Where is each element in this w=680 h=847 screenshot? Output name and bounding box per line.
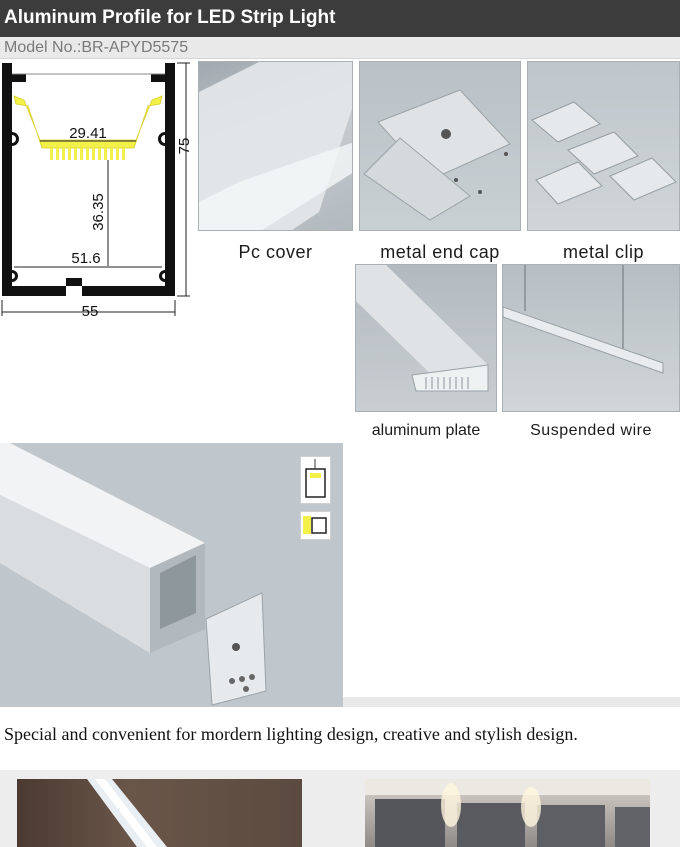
dim-inner-width: 51.6 xyxy=(71,250,100,267)
profile-lip-right xyxy=(151,74,165,82)
model-bar: Model No.:BR-APYD5575 xyxy=(0,37,680,59)
application-photo-wood xyxy=(17,779,302,847)
clip-illustration xyxy=(531,101,677,205)
photo-metal-clip xyxy=(527,61,680,231)
heatsink-fins xyxy=(50,148,125,160)
profile-cross-section-diagram: 29.41 36.35 51.6 75 55 xyxy=(1,62,193,320)
aluminum-plate-illustration xyxy=(356,265,489,392)
caption-pc-cover: Pc cover xyxy=(238,242,313,262)
page-title: Aluminum Profile for LED Strip Light xyxy=(4,7,336,28)
thumbnail-cross-section[interactable] xyxy=(300,456,331,504)
thumbnail-side-view-icon xyxy=(303,516,327,534)
bottom-hook-left xyxy=(12,270,18,282)
thumbnail-cross-section-icon xyxy=(305,459,326,498)
photo-metal-end-cap xyxy=(359,61,521,231)
caption-aluminum-plate: aluminum plate xyxy=(371,422,481,439)
main-product-photo xyxy=(0,443,343,707)
profile-product-illustration xyxy=(0,443,343,707)
end-cap-illustration xyxy=(363,89,511,221)
product-description: Special and convenient for mordern light… xyxy=(4,724,578,744)
pc-cover-illustration xyxy=(199,62,352,230)
suspended-wire-illustration xyxy=(503,265,664,374)
photo-aluminum-plate xyxy=(355,264,497,412)
wood-ceiling-light-illustration xyxy=(87,779,167,847)
dim-led-width: 29.41 xyxy=(69,125,107,142)
dim-outer-height: 75 xyxy=(176,138,193,155)
caption-metal-end-cap: metal end cap xyxy=(380,242,500,262)
caption-suspended-wire: Suspended wire xyxy=(530,422,652,439)
led-reflector xyxy=(13,95,163,149)
wall-lighting-illustration xyxy=(365,779,650,847)
caption-metal-clip: metal clip xyxy=(562,242,645,262)
profile-lip-left xyxy=(12,74,26,82)
photo-suspended-wire xyxy=(502,264,680,412)
application-photo-wall xyxy=(365,779,650,847)
bottom-hook-right xyxy=(159,270,165,282)
photo-pc-cover xyxy=(198,61,353,231)
thumbnail-side-view[interactable] xyxy=(300,511,331,540)
model-number: Model No.:BR-APYD5575 xyxy=(4,39,189,56)
divider-strip xyxy=(343,697,680,707)
dim-inner-height: 36.35 xyxy=(90,193,107,231)
title-bar: Aluminum Profile for LED Strip Light xyxy=(0,0,680,37)
clip-hook-right xyxy=(158,132,165,146)
clip-hook-left xyxy=(12,132,19,146)
dim-outer-width: 55 xyxy=(82,303,99,320)
